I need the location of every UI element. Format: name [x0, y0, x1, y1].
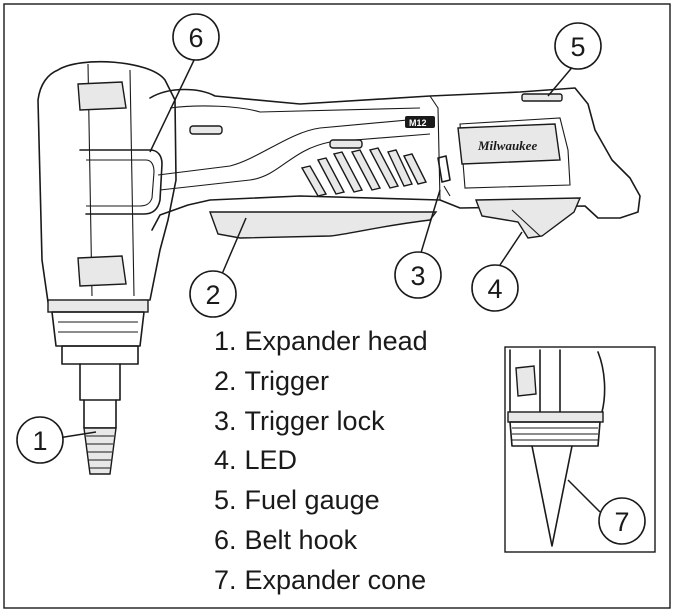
tool-illustration: Milwaukee M12 — [37, 60, 641, 475]
leader-lines — [57, 55, 601, 513]
legend-item-trigger: 2.Trigger — [214, 365, 330, 396]
callout-2: 2 — [189, 270, 237, 318]
callout-5: 5 — [554, 22, 602, 70]
outer-frame — [3, 3, 671, 609]
legend-item-expander-head: 1.Expander head — [214, 326, 428, 356]
callout-6: 6 — [172, 13, 220, 61]
vent-slots — [300, 147, 428, 197]
belt-hook-shape — [79, 149, 163, 215]
legend-item-belt-hook: 6.Belt hook — [214, 524, 358, 555]
led-shape — [474, 197, 582, 239]
legend-item-fuel-gauge: 5.Fuel gauge — [214, 485, 380, 516]
svg-text:6: 6 — [188, 23, 203, 53]
svg-text:3: 3 — [410, 261, 425, 291]
trigger-lock-shape — [437, 155, 451, 183]
svg-text:2: 2 — [205, 280, 220, 310]
legend-item-led: 4.LED — [214, 445, 298, 476]
legend-item-trigger-lock: 3.Trigger lock — [214, 405, 385, 436]
callout-3: 3 — [394, 251, 442, 299]
fuel-gauge — [521, 93, 563, 102]
legend-item-expander-cone: 7.Expander cone — [214, 564, 427, 595]
svg-text:5: 5 — [570, 32, 585, 62]
callout-7: 7 — [598, 497, 646, 545]
callout-1: 1 — [16, 416, 64, 464]
parts-legend: 1.Expander head 2.Trigger 3.Trigger lock… — [214, 322, 428, 601]
callout-4: 4 — [471, 264, 519, 312]
svg-text:1: 1 — [32, 426, 47, 456]
battery-label: M12 — [409, 118, 427, 128]
trigger-shape — [209, 211, 438, 239]
svg-text:7: 7 — [614, 507, 629, 537]
brand-logo: Milwaukee — [477, 138, 537, 153]
svg-text:4: 4 — [487, 274, 502, 304]
inset-cone-detail — [504, 346, 656, 553]
